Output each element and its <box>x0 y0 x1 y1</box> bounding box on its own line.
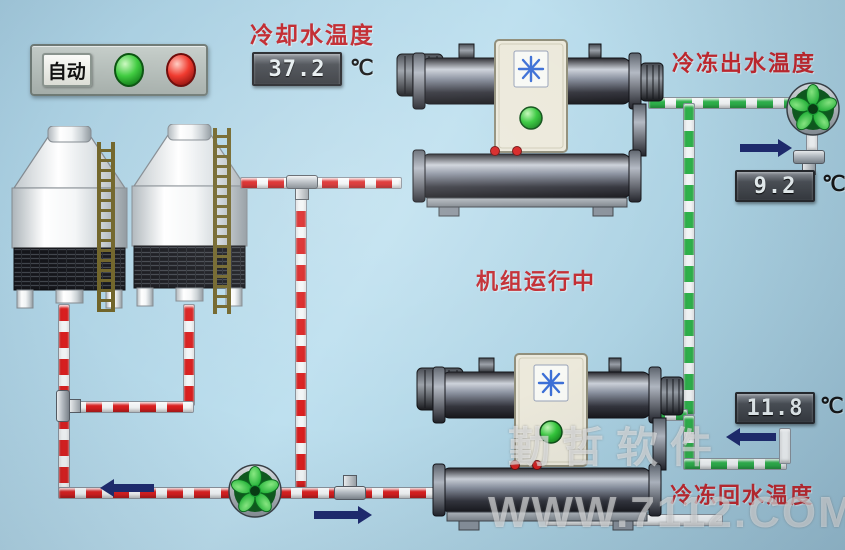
cooling-water-temp-unit: ℃ <box>350 57 374 80</box>
mode-control-panel: 自动 <box>30 44 208 96</box>
chilled-return-temp-display: 11.8 <box>735 392 815 424</box>
flow-arrow-left-return <box>726 428 776 446</box>
chilled-outlet-temp-unit: ℃ <box>822 173 845 196</box>
flow-arrow-right-top <box>740 139 792 157</box>
cooling-supply-pipe-top <box>240 177 402 189</box>
cooling-riser-pipe <box>295 183 307 489</box>
chilled-outlet-temp-label: 冷冻出水温度 <box>672 51 817 76</box>
chilled-return-drop-pipe <box>683 415 695 465</box>
tee-fitting-top <box>286 175 318 189</box>
auto-mode-button[interactable]: 自动 <box>42 53 92 87</box>
return-elbow-pipe <box>779 428 791 464</box>
tower-header-pipe <box>58 401 194 413</box>
tee-fitting-tower-header <box>56 390 70 422</box>
unit-running-status-label: 机组运行中 <box>476 269 597 294</box>
cooling-water-pump-icon <box>228 464 282 518</box>
cooling-tower-2 <box>128 124 251 310</box>
tee-fitting-bottom <box>334 486 366 500</box>
chilled-return-temp-unit: ℃ <box>820 395 844 418</box>
run-indicator-light <box>113 53 144 87</box>
chilled-return-temp-label: 冷冻回水温度 <box>670 483 815 508</box>
tower2-ladder-icon <box>213 128 231 314</box>
chiller-unit-2 <box>415 352 685 532</box>
stop-indicator-light <box>165 53 196 87</box>
chilled-riser-pipe <box>683 103 695 415</box>
tower2-down-pipe <box>183 304 195 406</box>
chilled-outlet-temp-display: 9.2 <box>735 170 815 202</box>
chilled-return-pipe-bottom <box>683 458 787 470</box>
flow-arrow-right-bottom <box>314 506 372 524</box>
flow-arrow-left-bottom <box>100 479 154 497</box>
chiller-unit-1 <box>395 38 665 218</box>
chilled-water-pump-icon <box>786 82 840 136</box>
cooling-water-temp-label: 冷却水温度 <box>250 22 375 48</box>
tower1-ladder-icon <box>97 142 115 312</box>
tee-fitting-pump1 <box>793 150 825 164</box>
cooling-water-temp-display: 37.2 <box>252 52 342 86</box>
